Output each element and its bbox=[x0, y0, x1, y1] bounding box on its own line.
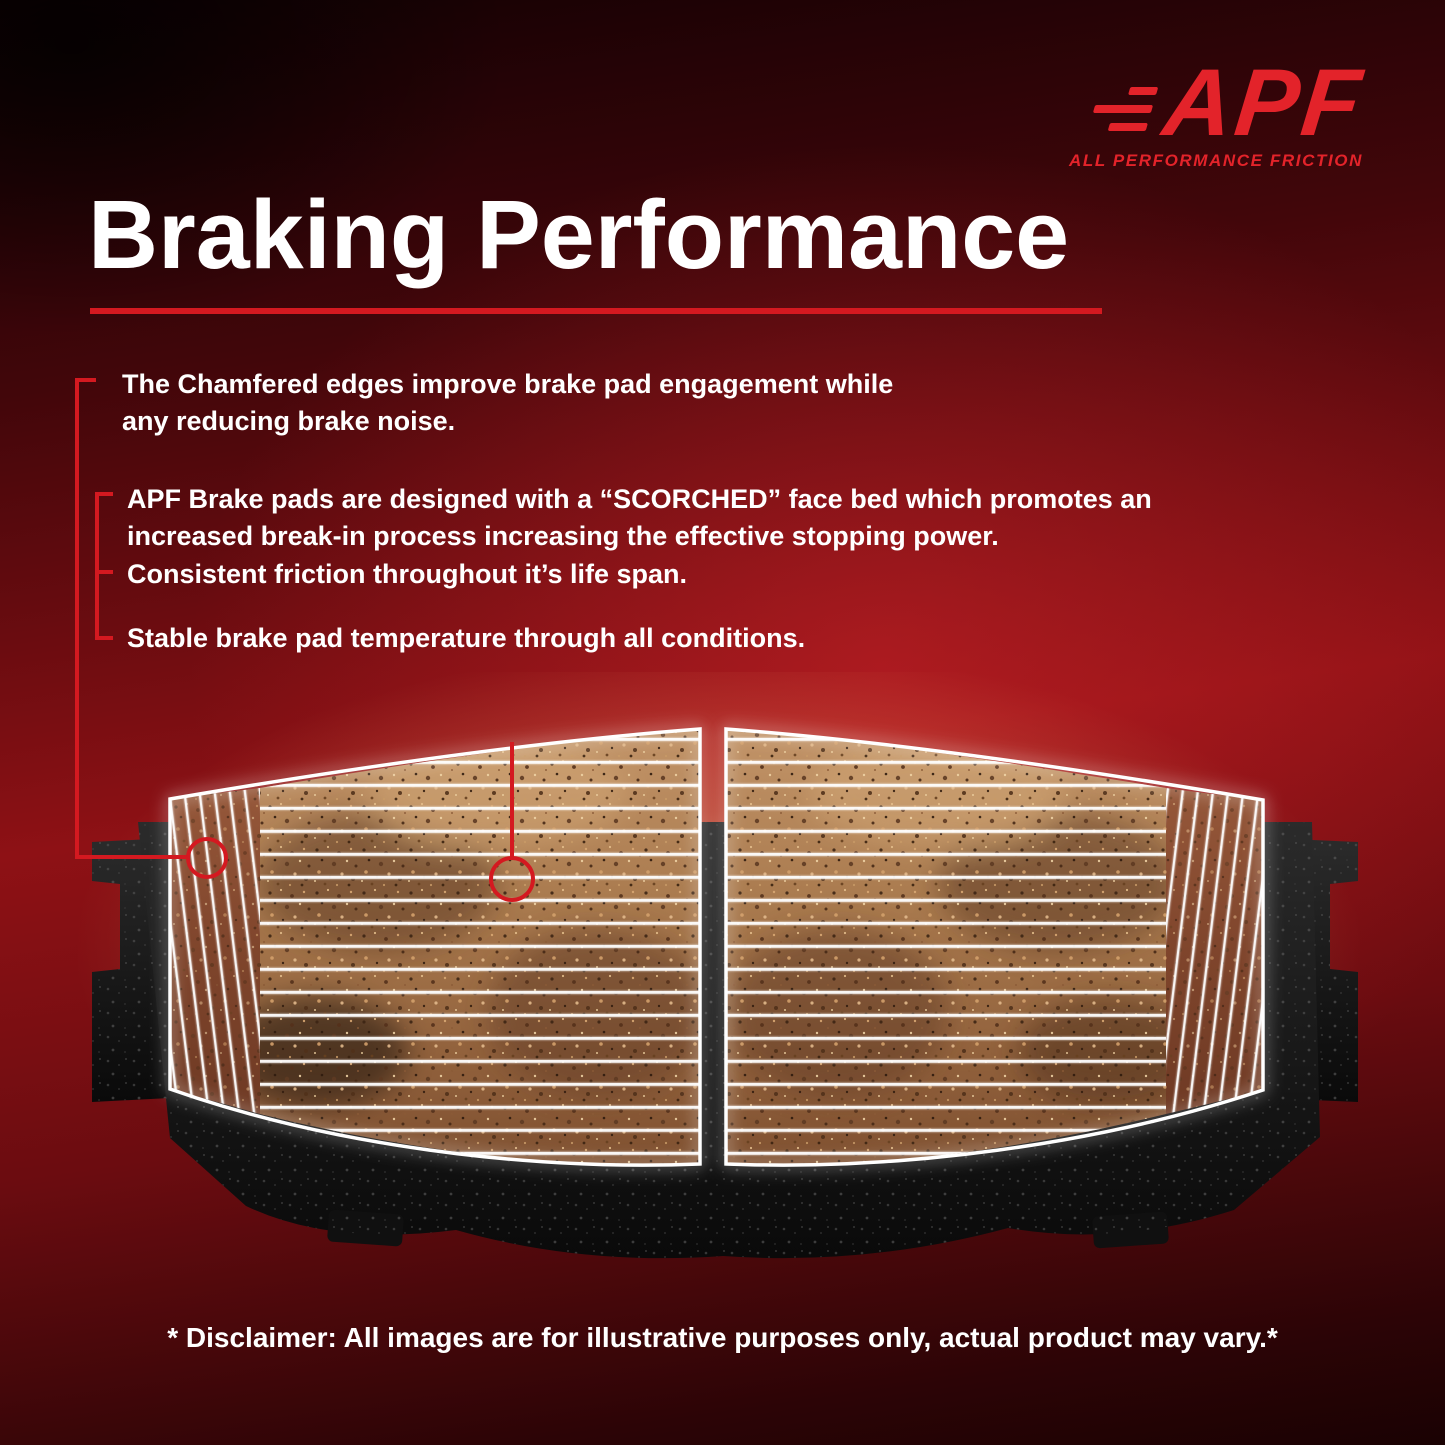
title-underline bbox=[90, 308, 1102, 314]
callout-bracket-features bbox=[95, 492, 113, 640]
brake-pad-right bbox=[724, 727, 1265, 1167]
logo-row: APF bbox=[1069, 50, 1369, 156]
disclaimer-text: * Disclaimer: All images are for illustr… bbox=[167, 1322, 1278, 1353]
bullet-scorched-face: APF Brake pads are designed with a “SCOR… bbox=[127, 484, 1152, 552]
bullet-consistent-friction: Consistent friction throughout it’s life… bbox=[127, 559, 687, 589]
bullet-stable-temperature: Stable brake pad temperature through all… bbox=[127, 623, 806, 653]
bullet-chamfered-edges: The Chamfered edges improve brake pad en… bbox=[122, 369, 894, 437]
apf-logo: APF ALL PERFORMANCE FRICTION bbox=[1068, 50, 1369, 171]
brake-pad-illustration bbox=[78, 672, 1363, 1259]
logo-tagline: ALL PERFORMANCE FRICTION bbox=[1068, 151, 1363, 171]
logo-text: APF bbox=[1158, 50, 1369, 156]
logo-speedlines-icon bbox=[1088, 86, 1159, 131]
page-title: Braking Performance bbox=[88, 180, 1070, 289]
